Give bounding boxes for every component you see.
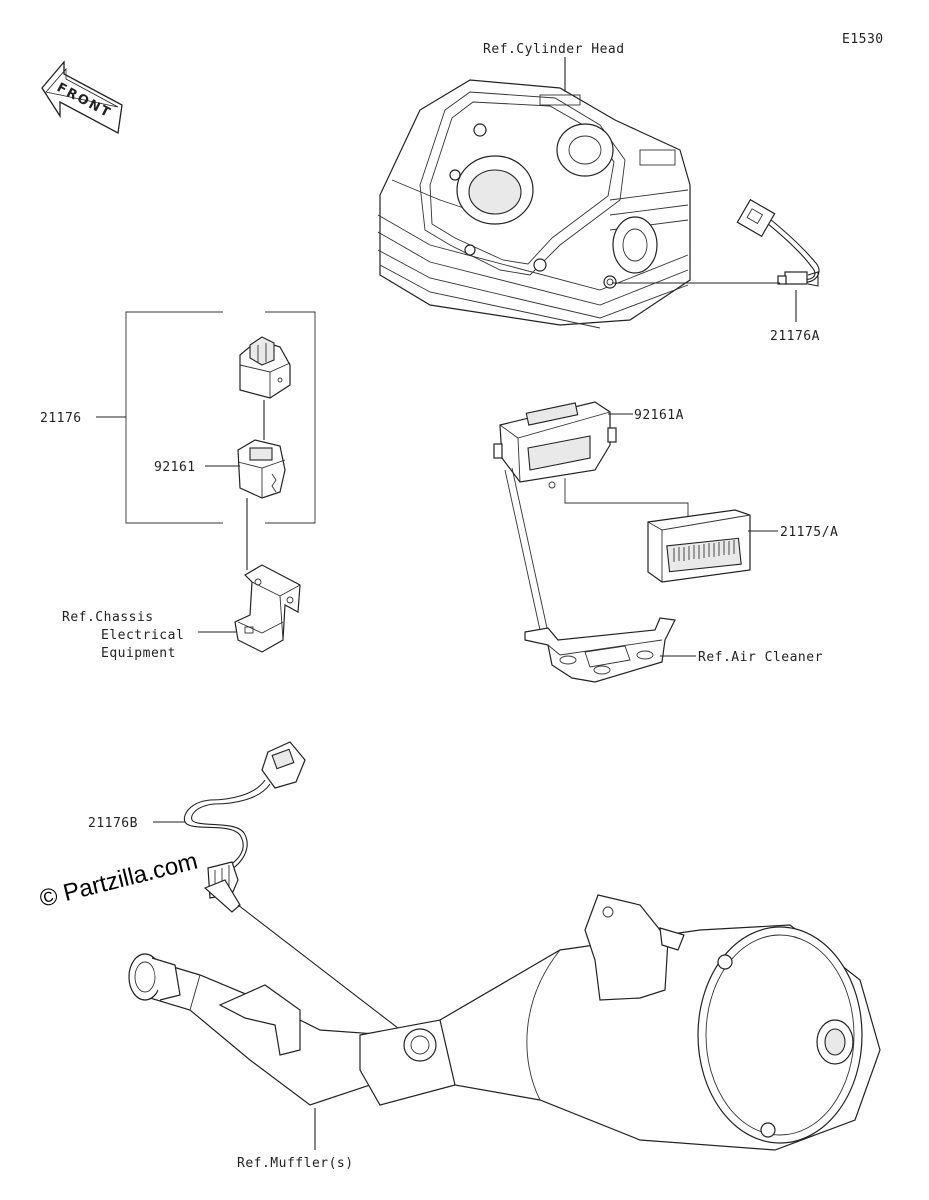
- label-21175A: 21175/A: [780, 525, 838, 540]
- ecu-21175A: [647, 509, 751, 583]
- label-ref-chassis-2: Electrical: [101, 628, 184, 643]
- label-ref-chassis-1: Ref.Chassis: [62, 610, 154, 625]
- front-arrow-icon: FRONT: [41, 60, 123, 135]
- label-ref-cylinder-head: Ref.Cylinder Head: [483, 42, 625, 57]
- label-21176: 21176: [40, 411, 82, 426]
- air-cleaner-bracket: [524, 617, 676, 683]
- label-ref-muffler: Ref.Muffler(s): [237, 1156, 354, 1171]
- connector-21176: [239, 336, 291, 399]
- label-92161: 92161: [154, 460, 196, 475]
- cylinder-head-illustration: [377, 79, 691, 329]
- label-ref-air-cleaner: Ref.Air Cleaner: [698, 650, 823, 665]
- label-92161A: 92161A: [634, 408, 684, 423]
- diagram-code: E1530: [842, 32, 884, 47]
- kit-bracket-21176: [125, 311, 316, 524]
- muffler-illustration: [128, 894, 881, 1151]
- watermark-text: © Partzilla.com: [37, 848, 200, 913]
- temperature-sensor-21176A: [736, 198, 820, 287]
- o2-sensor-21176B: [183, 741, 306, 913]
- chassis-bracket: [234, 564, 301, 653]
- ecu-cover-92161A: [493, 401, 617, 489]
- rubber-cover-92161: [237, 439, 286, 499]
- label-ref-chassis-3: Equipment: [101, 646, 176, 661]
- label-21176A: 21176A: [770, 329, 820, 344]
- label-21176B: 21176B: [88, 816, 138, 831]
